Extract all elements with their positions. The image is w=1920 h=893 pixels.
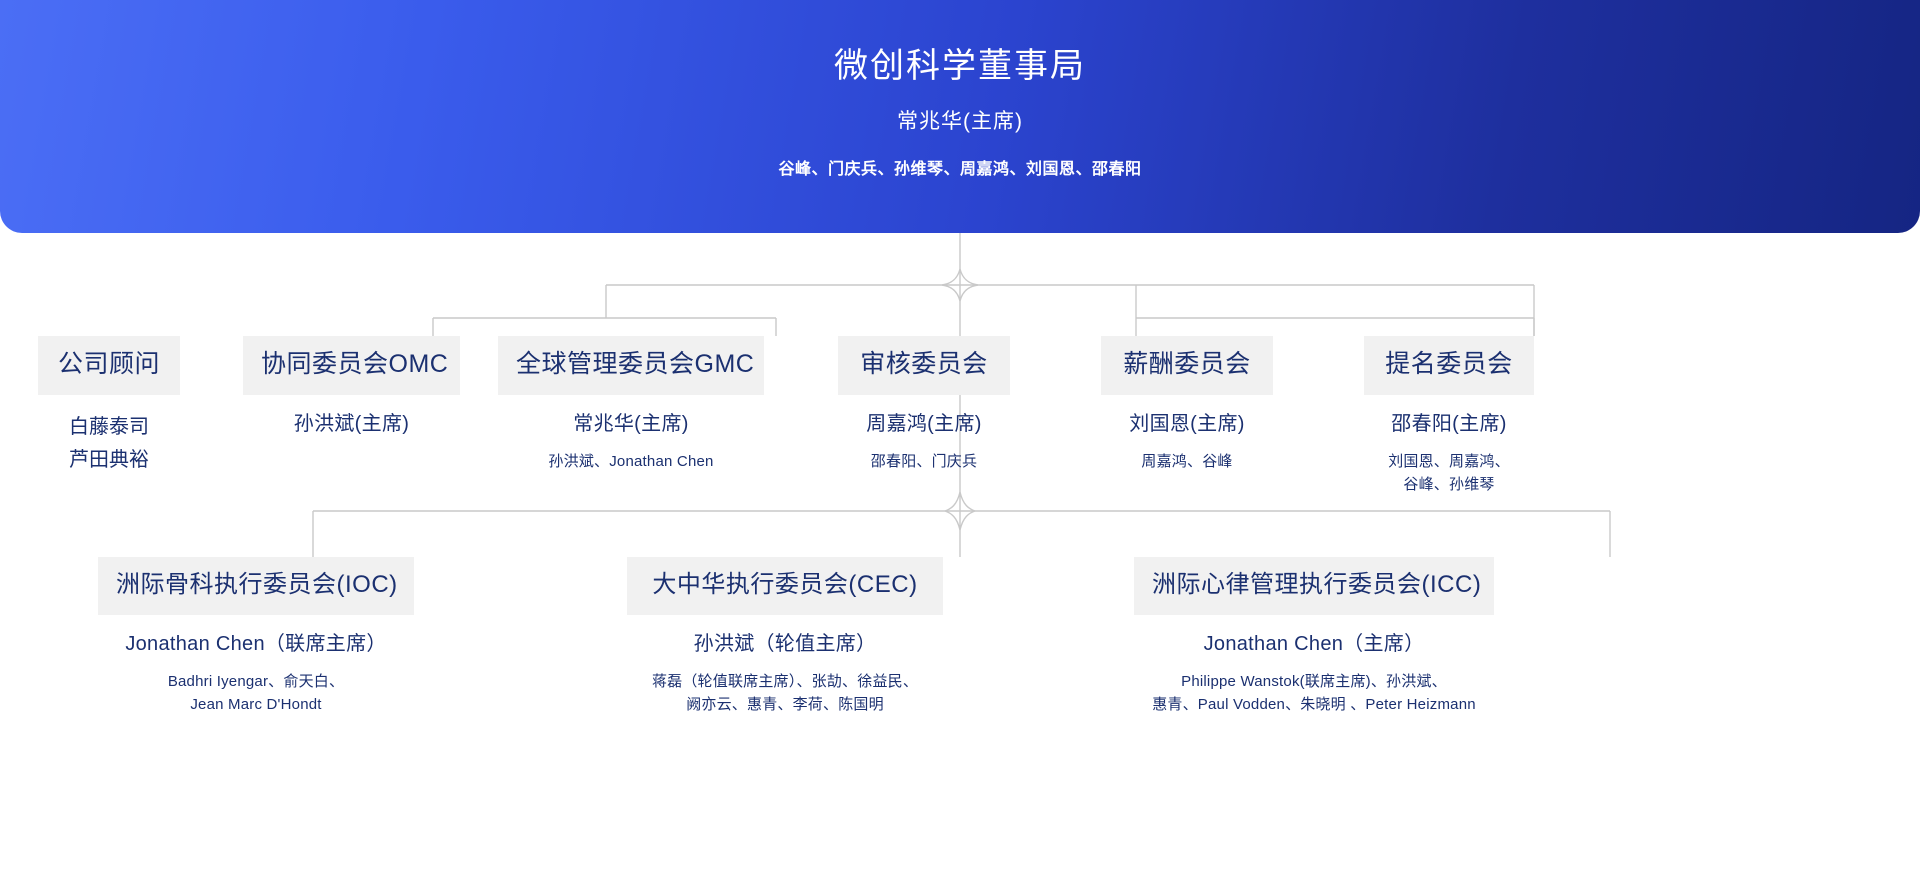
member-line: Philippe Wanstok(联席主席)、孙洪斌、 — [1181, 673, 1447, 690]
node-title: 协同委员会OMC — [243, 336, 460, 395]
node-member-list: 蒋磊（轮值联席主席）、张劼、徐益民、 阙亦云、惠青、李荷、陈国明 — [627, 670, 943, 717]
node-nomination-committee[interactable]: 提名委员会 邵春阳(主席) 刘国恩、周嘉鸿、 谷峰、孙维琴 — [1364, 336, 1534, 497]
advisor-name: 白藤泰司 — [69, 416, 149, 438]
node-ioc[interactable]: 洲际骨科执行委员会(IOC) Jonathan Chen（联席主席） Badhr… — [98, 557, 414, 717]
member-line: 孙洪斌、Jonathan Chen — [548, 453, 714, 470]
node-gmc[interactable]: 全球管理委员会GMC 常兆华(主席) 孙洪斌、Jonathan Chen — [498, 336, 764, 473]
node-title: 薪酬委员会 — [1101, 336, 1273, 395]
node-member-list: 孙洪斌、Jonathan Chen — [498, 450, 764, 473]
member-line: 阙亦云、惠青、李荷、陈国明 — [686, 696, 884, 714]
node-omc[interactable]: 协同委员会OMC 孙洪斌(主席) — [243, 336, 460, 438]
node-title: 大中华执行委员会(CEC) — [627, 557, 943, 615]
node-title: 审核委员会 — [838, 336, 1010, 395]
board-banner: 微创科学董事局 常兆华(主席) 谷峰、门庆兵、孙维琴、周嘉鸿、刘国恩、邵春阳 — [0, 0, 1920, 233]
node-chair: Jonathan Chen（联席主席） — [125, 633, 387, 655]
member-line: 谷峰、孙维琴 — [1403, 476, 1495, 494]
node-title: 洲际心律管理执行委员会(ICC) — [1134, 557, 1494, 615]
node-compensation-committee[interactable]: 薪酬委员会 刘国恩(主席) 周嘉鸿、谷峰 — [1101, 336, 1273, 473]
node-cec[interactable]: 大中华执行委员会(CEC) 孙洪斌（轮值主席） 蒋磊（轮值联席主席）、张劼、徐益… — [627, 557, 943, 717]
member-line: 蒋磊（轮值联席主席）、张劼、徐益民、 — [651, 673, 919, 690]
node-member-list: Philippe Wanstok(联席主席)、孙洪斌、 惠青、Paul Vodd… — [1134, 670, 1494, 717]
node-chair: 孙洪斌（轮值主席） — [693, 633, 877, 655]
board-chair: 常兆华(主席) — [897, 109, 1023, 133]
node-title: 公司顾问 — [38, 336, 180, 395]
member-line: 刘国恩、周嘉鸿、 — [1388, 453, 1510, 470]
member-line: 邵春阳、门庆兵 — [870, 453, 978, 470]
node-advisor-list: 白藤泰司 芦田典裕 — [38, 411, 180, 477]
node-member-list: 刘国恩、周嘉鸿、 谷峰、孙维琴 — [1364, 450, 1534, 497]
board-members: 谷峰、门庆兵、孙维琴、周嘉鸿、刘国恩、邵春阳 — [778, 160, 1142, 178]
node-chair: 刘国恩(主席) — [1129, 413, 1245, 435]
connector-node-lower-icon — [942, 491, 978, 531]
member-line: 周嘉鸿、谷峰 — [1141, 453, 1233, 470]
node-company-advisor[interactable]: 公司顾问 白藤泰司 芦田典裕 — [38, 336, 180, 477]
node-title: 提名委员会 — [1364, 336, 1534, 395]
node-member-list: 邵春阳、门庆兵 — [838, 450, 1010, 473]
member-line: 惠青、Paul Vodden、朱晓明 、Peter Heizmann — [1152, 696, 1476, 714]
node-audit-committee[interactable]: 审核委员会 周嘉鸿(主席) 邵春阳、门庆兵 — [838, 336, 1010, 473]
member-line: Badhri Iyengar、俞天白、 — [167, 673, 345, 690]
member-line: Jean Marc D'Hondt — [190, 696, 322, 714]
connector-node-upper-icon — [941, 268, 979, 302]
page-title: 微创科学董事局 — [834, 47, 1086, 85]
node-title: 洲际骨科执行委员会(IOC) — [98, 557, 414, 615]
node-icc[interactable]: 洲际心律管理执行委员会(ICC) Jonathan Chen（主席） Phili… — [1134, 557, 1494, 717]
node-chair: Jonathan Chen（主席） — [1203, 633, 1425, 655]
node-chair: 孙洪斌(主席) — [293, 413, 410, 435]
advisor-name: 芦田典裕 — [69, 449, 149, 471]
node-member-list: Badhri Iyengar、俞天白、 Jean Marc D'Hondt — [98, 670, 414, 717]
node-member-list: 周嘉鸿、谷峰 — [1101, 450, 1273, 473]
node-title: 全球管理委员会GMC — [498, 336, 764, 395]
node-chair: 常兆华(主席) — [573, 413, 689, 435]
node-chair: 周嘉鸿(主席) — [866, 413, 982, 435]
node-chair: 邵春阳(主席) — [1391, 413, 1507, 435]
